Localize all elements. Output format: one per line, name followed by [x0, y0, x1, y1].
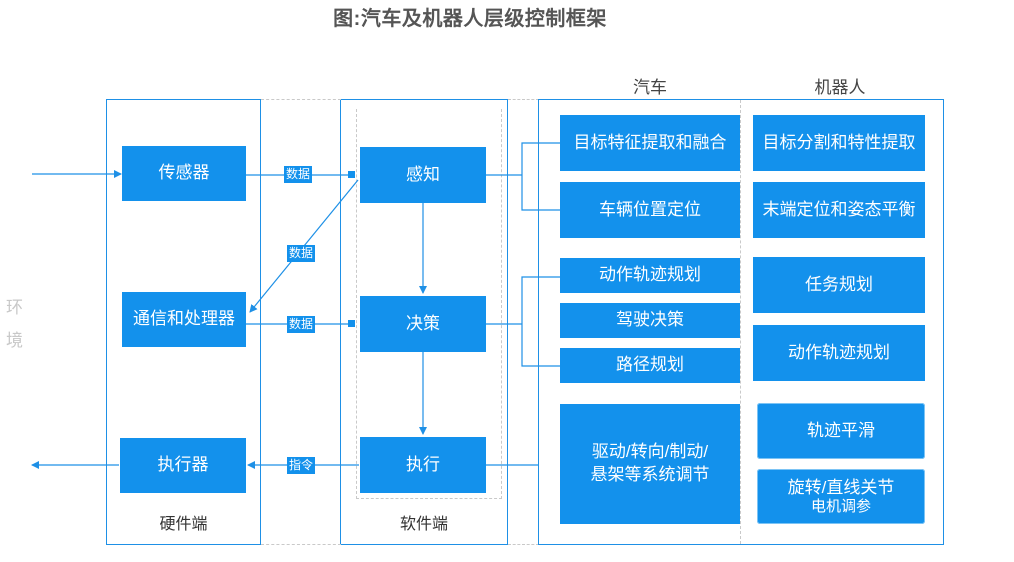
column-divider: [740, 100, 741, 544]
data-tag-diagonal: 数据: [287, 245, 316, 262]
robot-joint-tuning-line2: 电机调参: [810, 497, 871, 515]
perception-box: 感知: [360, 147, 486, 203]
robot-joint-tuning-box: 旋转/直线关节 电机调参: [757, 469, 925, 524]
decision-bracket: [521, 276, 538, 367]
software-car-gap: [508, 99, 539, 545]
car-drive-system-line2: 悬架等系统调节: [590, 465, 710, 484]
decision-box: 决策: [360, 296, 486, 352]
sensor-box: 传感器: [122, 146, 246, 201]
data-tag-sensor: 数据: [284, 166, 313, 183]
software-inner-frame: [356, 109, 502, 499]
robot-motion-trajectory-box: 动作轨迹规划: [753, 325, 925, 381]
data-tag-comm: 数据: [287, 316, 316, 333]
execution-box: 执行: [360, 437, 486, 493]
car-driving-decision-box: 驾驶决策: [560, 303, 740, 338]
column-header-car: 汽车: [633, 78, 667, 97]
robot-end-positioning-box: 末端定位和姿态平衡: [753, 182, 925, 238]
environment-label-1: 环: [6, 298, 23, 317]
command-tag: 指令: [287, 457, 316, 474]
software-caption: 软件端: [399, 516, 448, 533]
robot-segmentation-box: 目标分割和特性提取: [753, 115, 925, 171]
perception-input-port: [348, 171, 355, 178]
car-vehicle-positioning-box: 车辆位置定位: [560, 182, 740, 238]
comm-processor-box: 通信和处理器: [122, 292, 246, 347]
robot-task-planning-box: 任务规划: [753, 257, 925, 313]
car-drive-system-box: 驱动/转向/制动/ 悬架等系统调节: [560, 404, 740, 524]
column-header-robot: 机器人: [814, 78, 866, 97]
robot-smooth-trajectory-box: 轨迹平滑: [757, 403, 925, 459]
page-title: 图:汽车及机器人层级控制框架: [333, 8, 607, 30]
car-feature-fusion-box: 目标特征提取和融合: [560, 115, 740, 171]
hardware-software-gap: [261, 99, 341, 545]
hardware-caption: 硬件端: [159, 516, 208, 533]
actuator-box: 执行器: [120, 438, 246, 493]
environment-label-2: 境: [6, 331, 23, 350]
car-path-planning-box: 路径规划: [560, 348, 740, 383]
car-motion-trajectory-box: 动作轨迹规划: [560, 258, 740, 293]
perception-bracket: [521, 142, 538, 211]
car-drive-system-line1: 驱动/转向/制动/: [591, 442, 709, 462]
decision-input-port: [348, 320, 355, 327]
robot-joint-tuning-line1: 旋转/直线关节: [787, 477, 895, 497]
